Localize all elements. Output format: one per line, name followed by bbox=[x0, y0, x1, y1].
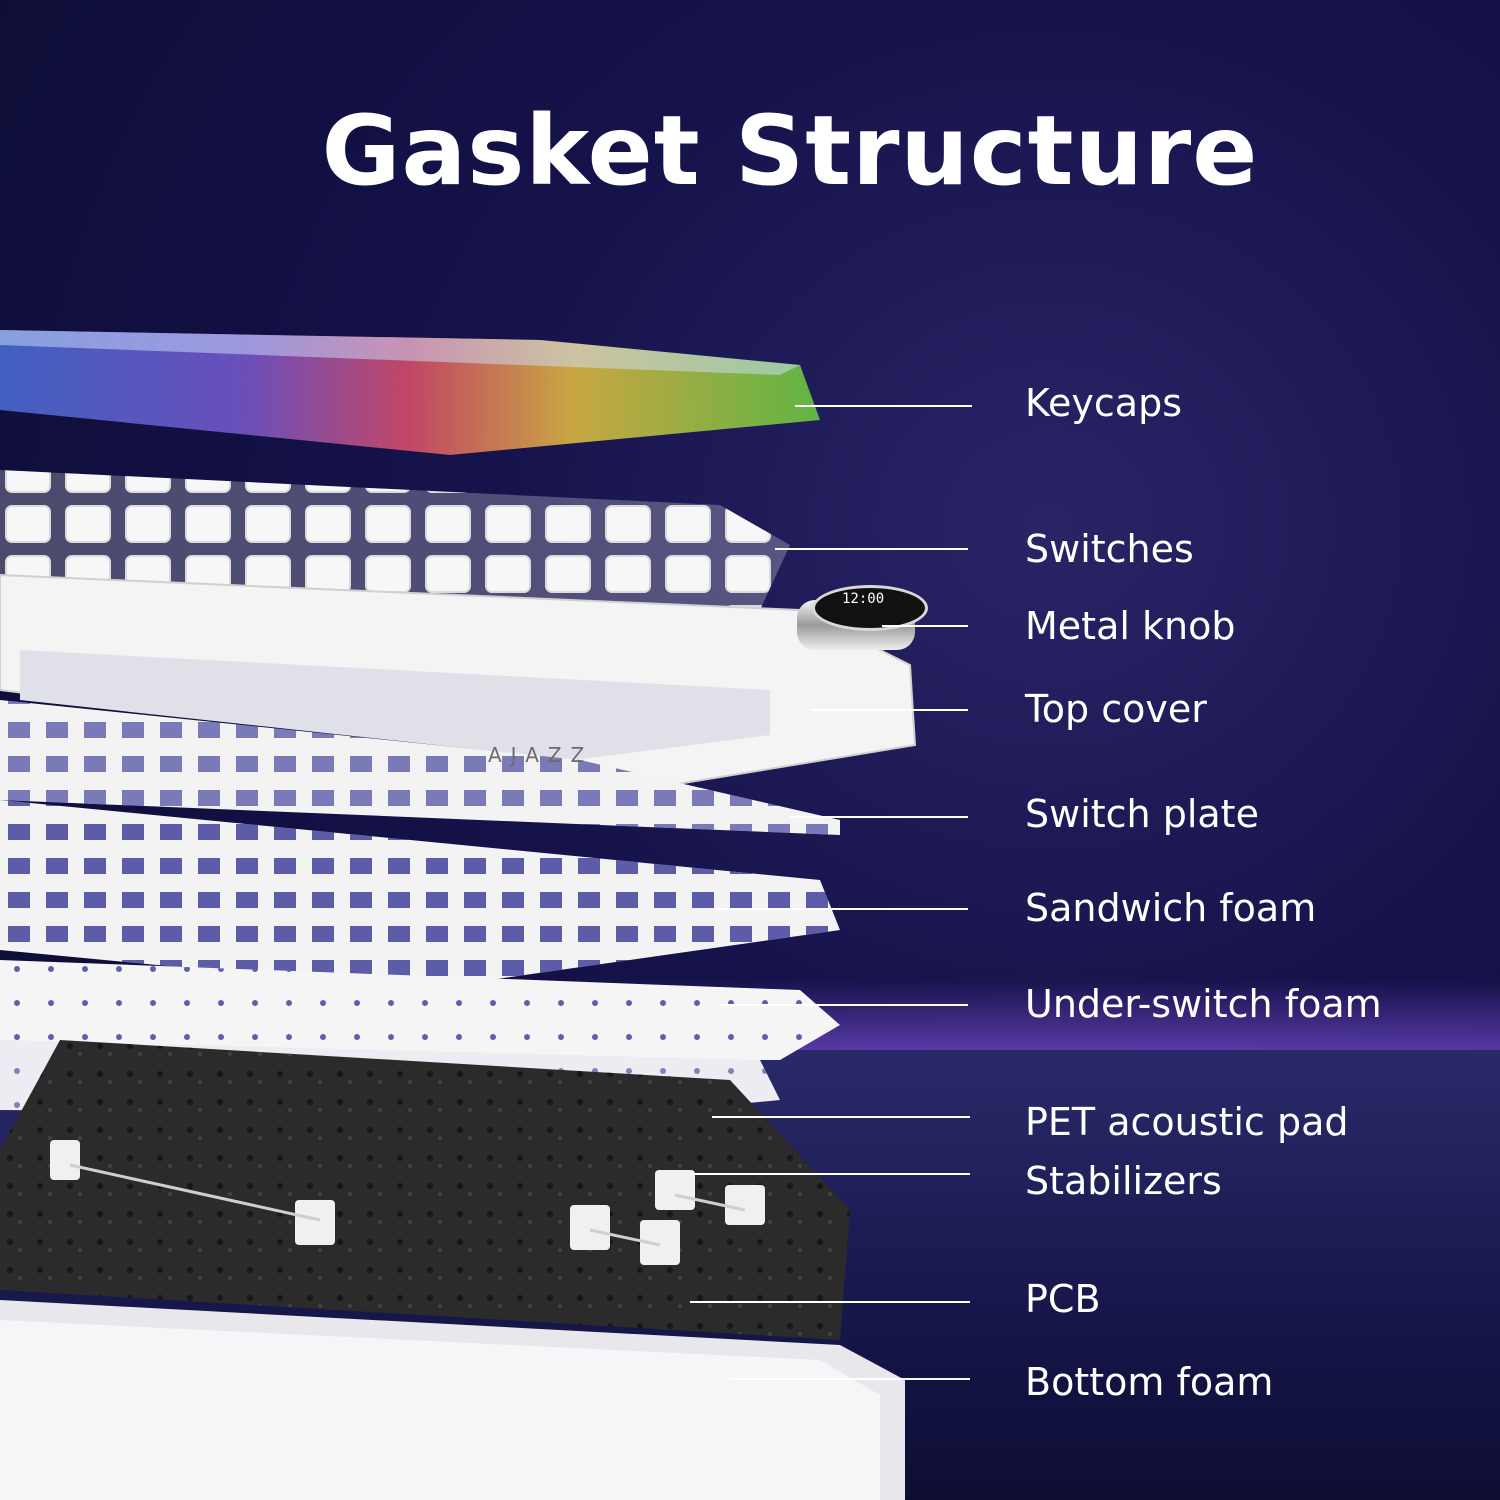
label-top-cover: Top cover bbox=[1025, 687, 1207, 731]
bottom-foam-layer bbox=[0, 1300, 905, 1500]
leader-line-keycaps bbox=[795, 405, 972, 407]
stabilizers-layer bbox=[50, 1140, 765, 1265]
label-bottom-foam: Bottom foam bbox=[1025, 1360, 1274, 1404]
under-switch-foam-layer bbox=[0, 960, 840, 1060]
sandwich-foam-layer bbox=[0, 800, 840, 990]
leader-line-sandwich-foam bbox=[715, 908, 968, 910]
label-switch-plate: Switch plate bbox=[1025, 792, 1259, 836]
pcb-layer bbox=[0, 1040, 850, 1340]
leader-line-metal-knob bbox=[882, 625, 968, 627]
leader-line-stabilizers bbox=[690, 1173, 970, 1175]
leader-line-switch-plate bbox=[790, 816, 968, 818]
brand-logo: AJAZZ bbox=[488, 743, 594, 767]
knob-time-readout: 12:00 bbox=[842, 591, 885, 607]
leader-line-top-cover bbox=[810, 709, 968, 711]
label-switches: Switches bbox=[1025, 527, 1194, 571]
label-stabilizers: Stabilizers bbox=[1025, 1159, 1222, 1203]
knob-display bbox=[812, 585, 928, 631]
page-title: Gasket Structure bbox=[321, 95, 1259, 207]
leader-line-pcb bbox=[690, 1301, 970, 1303]
switches-layer bbox=[0, 470, 790, 610]
keycaps-layer bbox=[0, 330, 820, 455]
label-pet-acoustic-pad: PET acoustic pad bbox=[1025, 1100, 1349, 1144]
label-metal-knob: Metal knob bbox=[1025, 604, 1236, 648]
label-under-switch-foam: Under-switch foam bbox=[1025, 982, 1382, 1026]
leader-line-pet-acoustic-pad bbox=[712, 1116, 970, 1118]
leader-line-bottom-foam bbox=[730, 1378, 970, 1380]
leader-line-switches bbox=[775, 548, 968, 550]
leader-line-under-switch-foam bbox=[720, 1004, 968, 1006]
label-keycaps: Keycaps bbox=[1025, 381, 1182, 425]
label-pcb: PCB bbox=[1025, 1277, 1101, 1321]
label-sandwich-foam: Sandwich foam bbox=[1025, 886, 1317, 930]
switch-plate-layer bbox=[0, 700, 840, 835]
